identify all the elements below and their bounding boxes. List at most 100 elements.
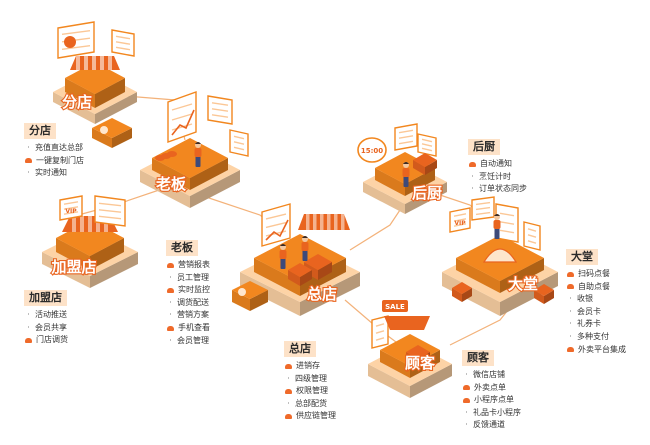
legend-guke: 顾客 ·微信店铺外卖点单小程序点单·礼品卡小程序·反馈通道 bbox=[462, 346, 521, 432]
hot-icon bbox=[463, 385, 470, 391]
vip-text: VIP bbox=[454, 220, 466, 227]
legend-item-text: 小程序点单 bbox=[474, 395, 514, 405]
screen-panel bbox=[111, 29, 135, 57]
node-jiamengdian: VIP bbox=[42, 195, 138, 288]
legend-item-text: 自动通知 bbox=[480, 159, 512, 168]
legend-item-text: 进销存 bbox=[296, 361, 320, 370]
legend-item: ·多种支付 bbox=[566, 331, 626, 344]
legend-item-text: 门店调货 bbox=[36, 335, 68, 345]
bullet-icon: · bbox=[27, 322, 30, 332]
legend-item-text: 会员卡 bbox=[577, 306, 601, 316]
legend-item: ·实时通知 bbox=[24, 167, 84, 180]
awning-stripe bbox=[108, 56, 112, 70]
person-figure bbox=[402, 162, 410, 187]
trend-line bbox=[171, 109, 195, 136]
legend-item-text: 实时监控 bbox=[178, 285, 210, 295]
awning-stripe bbox=[84, 56, 88, 70]
legend-title: 后厨 bbox=[468, 139, 500, 155]
legend-item: ·礼品卡小程序 bbox=[462, 407, 521, 420]
legend-list: ·活动推送·会员共享门店调货 bbox=[24, 309, 68, 347]
legend-item-text: 多种支付 bbox=[577, 331, 609, 341]
legend-title: 大堂 bbox=[566, 249, 598, 265]
goods-box bbox=[288, 263, 312, 286]
bullet-icon: · bbox=[465, 370, 468, 379]
person-figure bbox=[279, 244, 287, 269]
node-label-zongdian: 总店 bbox=[307, 285, 337, 303]
node-label-datang: 大堂 bbox=[508, 275, 538, 293]
hot-icon bbox=[285, 414, 292, 420]
legend-item-text: 员工管理 bbox=[177, 272, 209, 282]
person-figure bbox=[194, 142, 202, 167]
legend-item-text: 外卖平台集成 bbox=[578, 344, 626, 354]
awning-stripe bbox=[92, 56, 96, 70]
bullet-icon: · bbox=[27, 143, 30, 152]
legend-item-text: 充值直达总部 bbox=[35, 143, 83, 152]
awning-stripe bbox=[96, 216, 100, 232]
awning-stripe bbox=[306, 214, 310, 230]
legend-list: 自动通知·烹饪计时·订单状态同步 bbox=[468, 158, 527, 196]
awning-stripe bbox=[320, 214, 324, 230]
legend-title: 顾客 bbox=[462, 350, 494, 366]
hot-icon bbox=[567, 284, 574, 290]
awning-stripe bbox=[76, 56, 80, 70]
legend-item-text: 礼券卡 bbox=[577, 319, 601, 329]
iso-crate bbox=[92, 118, 132, 148]
sale-text: SALE bbox=[385, 303, 405, 311]
bullet-icon: · bbox=[569, 294, 572, 304]
legend-list: ·充值直达总部一键复制门店·实时通知 bbox=[24, 142, 84, 180]
trend-line bbox=[265, 219, 289, 241]
legend-item-text: 会员管理 bbox=[177, 335, 209, 345]
bullet-icon: · bbox=[569, 306, 572, 316]
pie-chart-icon bbox=[64, 36, 76, 48]
awning-stripe bbox=[72, 216, 76, 232]
legend-item-text: 微信店铺 bbox=[473, 370, 505, 379]
legend-title: 老板 bbox=[166, 240, 198, 256]
node-label-jiamengdian: 加盟店 bbox=[50, 258, 96, 276]
legend-list: ·微信店铺外卖点单小程序点单·礼品卡小程序·反馈通道 bbox=[462, 369, 521, 432]
stove bbox=[413, 153, 437, 175]
legend-item-text: 活动推送 bbox=[35, 310, 67, 319]
vip-card bbox=[59, 195, 83, 221]
iso-block bbox=[152, 138, 228, 190]
legend-item: ·营销方案 bbox=[166, 309, 210, 322]
vip-text: VIP bbox=[65, 208, 77, 215]
clock-time: 15:00 bbox=[361, 147, 383, 155]
legend-item: ·调货配送 bbox=[166, 297, 210, 310]
legend-item-text: 自助点餐 bbox=[578, 281, 610, 291]
legend-item-text: 营销报表 bbox=[178, 260, 210, 269]
legend-item-text: 实时通知 bbox=[35, 168, 67, 178]
hot-icon bbox=[567, 347, 574, 353]
legend-item: ·总部配货 bbox=[284, 398, 336, 411]
legend-item: ·会员管理 bbox=[166, 335, 210, 348]
bullet-icon: · bbox=[465, 407, 468, 417]
legend-item: ·四级管理 bbox=[284, 373, 336, 386]
awning-stripe bbox=[327, 214, 331, 230]
hot-icon bbox=[285, 388, 292, 394]
legend-item: 小程序点单 bbox=[462, 394, 521, 407]
legend-item: · 微信店铺 bbox=[462, 369, 521, 382]
hot-icon bbox=[25, 337, 32, 343]
hot-icon bbox=[567, 271, 574, 277]
vip-card bbox=[449, 207, 471, 233]
legend-fendian: 分店 ·充值直达总部一键复制门店·实时通知 bbox=[24, 119, 84, 180]
legend-item: 外卖平台集成 bbox=[566, 344, 626, 357]
awning-stripe bbox=[100, 56, 104, 70]
bullet-icon: · bbox=[569, 319, 572, 329]
screen-panel bbox=[94, 195, 126, 227]
bullet-icon: · bbox=[169, 310, 172, 320]
coin-icon bbox=[238, 288, 246, 296]
person-figure bbox=[301, 236, 309, 261]
legend-item-text: 烹饪计时 bbox=[479, 171, 511, 181]
legend-item: 门店调货 bbox=[24, 334, 68, 347]
bullet-icon: · bbox=[27, 310, 30, 319]
legend-item: · 充值直达总部 bbox=[24, 142, 84, 155]
legend-item-text: 供应链管理 bbox=[296, 411, 336, 421]
sale-sign bbox=[382, 300, 408, 312]
node-laoban bbox=[140, 91, 249, 208]
legend-list: 扫码点餐自助点餐·收银·会员卡·礼券卡·多种支付外卖平台集成 bbox=[566, 268, 626, 356]
node-guke: SALE bbox=[368, 300, 452, 398]
legend-item: 供应链管理 bbox=[284, 410, 336, 423]
screen-panel bbox=[417, 133, 437, 157]
awning-stripe bbox=[313, 214, 317, 230]
